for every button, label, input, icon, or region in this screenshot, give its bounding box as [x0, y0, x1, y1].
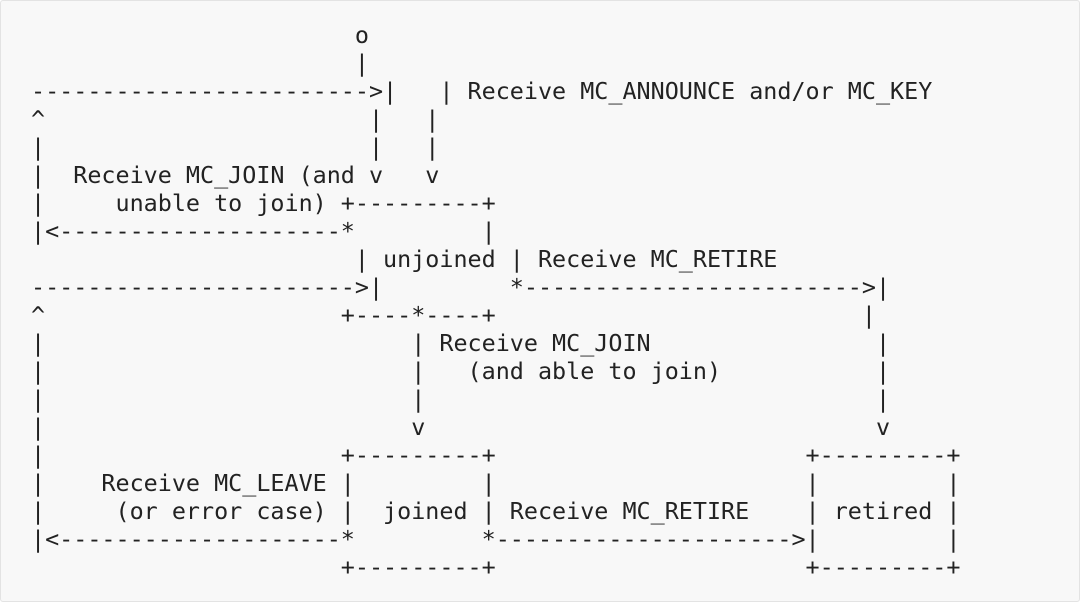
diagram-line-3: ------------------------>| | Receive MC_… [31, 77, 933, 105]
diagram-line-14: | | | [31, 385, 891, 413]
diagram-line-19: |<--------------------* *---------------… [31, 525, 961, 553]
diagram-line-6: | Receive MC_JOIN (and v v [31, 161, 440, 189]
diagram-line-12: | | Receive MC_JOIN | [31, 329, 891, 357]
diagram-line-20: +---------+ +---------+ [31, 553, 961, 581]
diagram-line-8: |<--------------------* | [31, 217, 496, 245]
diagram-line-2: | [31, 49, 369, 77]
diagram-line-10: ----------------------->| *-------------… [31, 273, 891, 301]
diagram-line-9: | unjoined | Receive MC_RETIRE [31, 245, 778, 273]
diagram-line-16: | +---------+ +---------+ [31, 441, 961, 469]
diagram-line-17: | Receive MC_LEAVE | | | | [31, 469, 961, 497]
diagram-line-15: | v v [31, 413, 891, 441]
diagram-line-7: | unable to join) +---------+ [31, 189, 496, 217]
diagram-line-4: ^ | | [31, 105, 440, 133]
diagram-line-13: | | (and able to join) | [31, 357, 891, 385]
diagram-line-18: | (or error case) | joined | Receive MC_… [31, 497, 961, 525]
diagram-line-11: ^ +----*----+ | [31, 301, 876, 329]
state-diagram-ascii: o |------------------------>| | Receive … [31, 21, 960, 581]
diagram-line-5: | | | [31, 133, 440, 161]
diagram-line-1: o [31, 21, 369, 49]
